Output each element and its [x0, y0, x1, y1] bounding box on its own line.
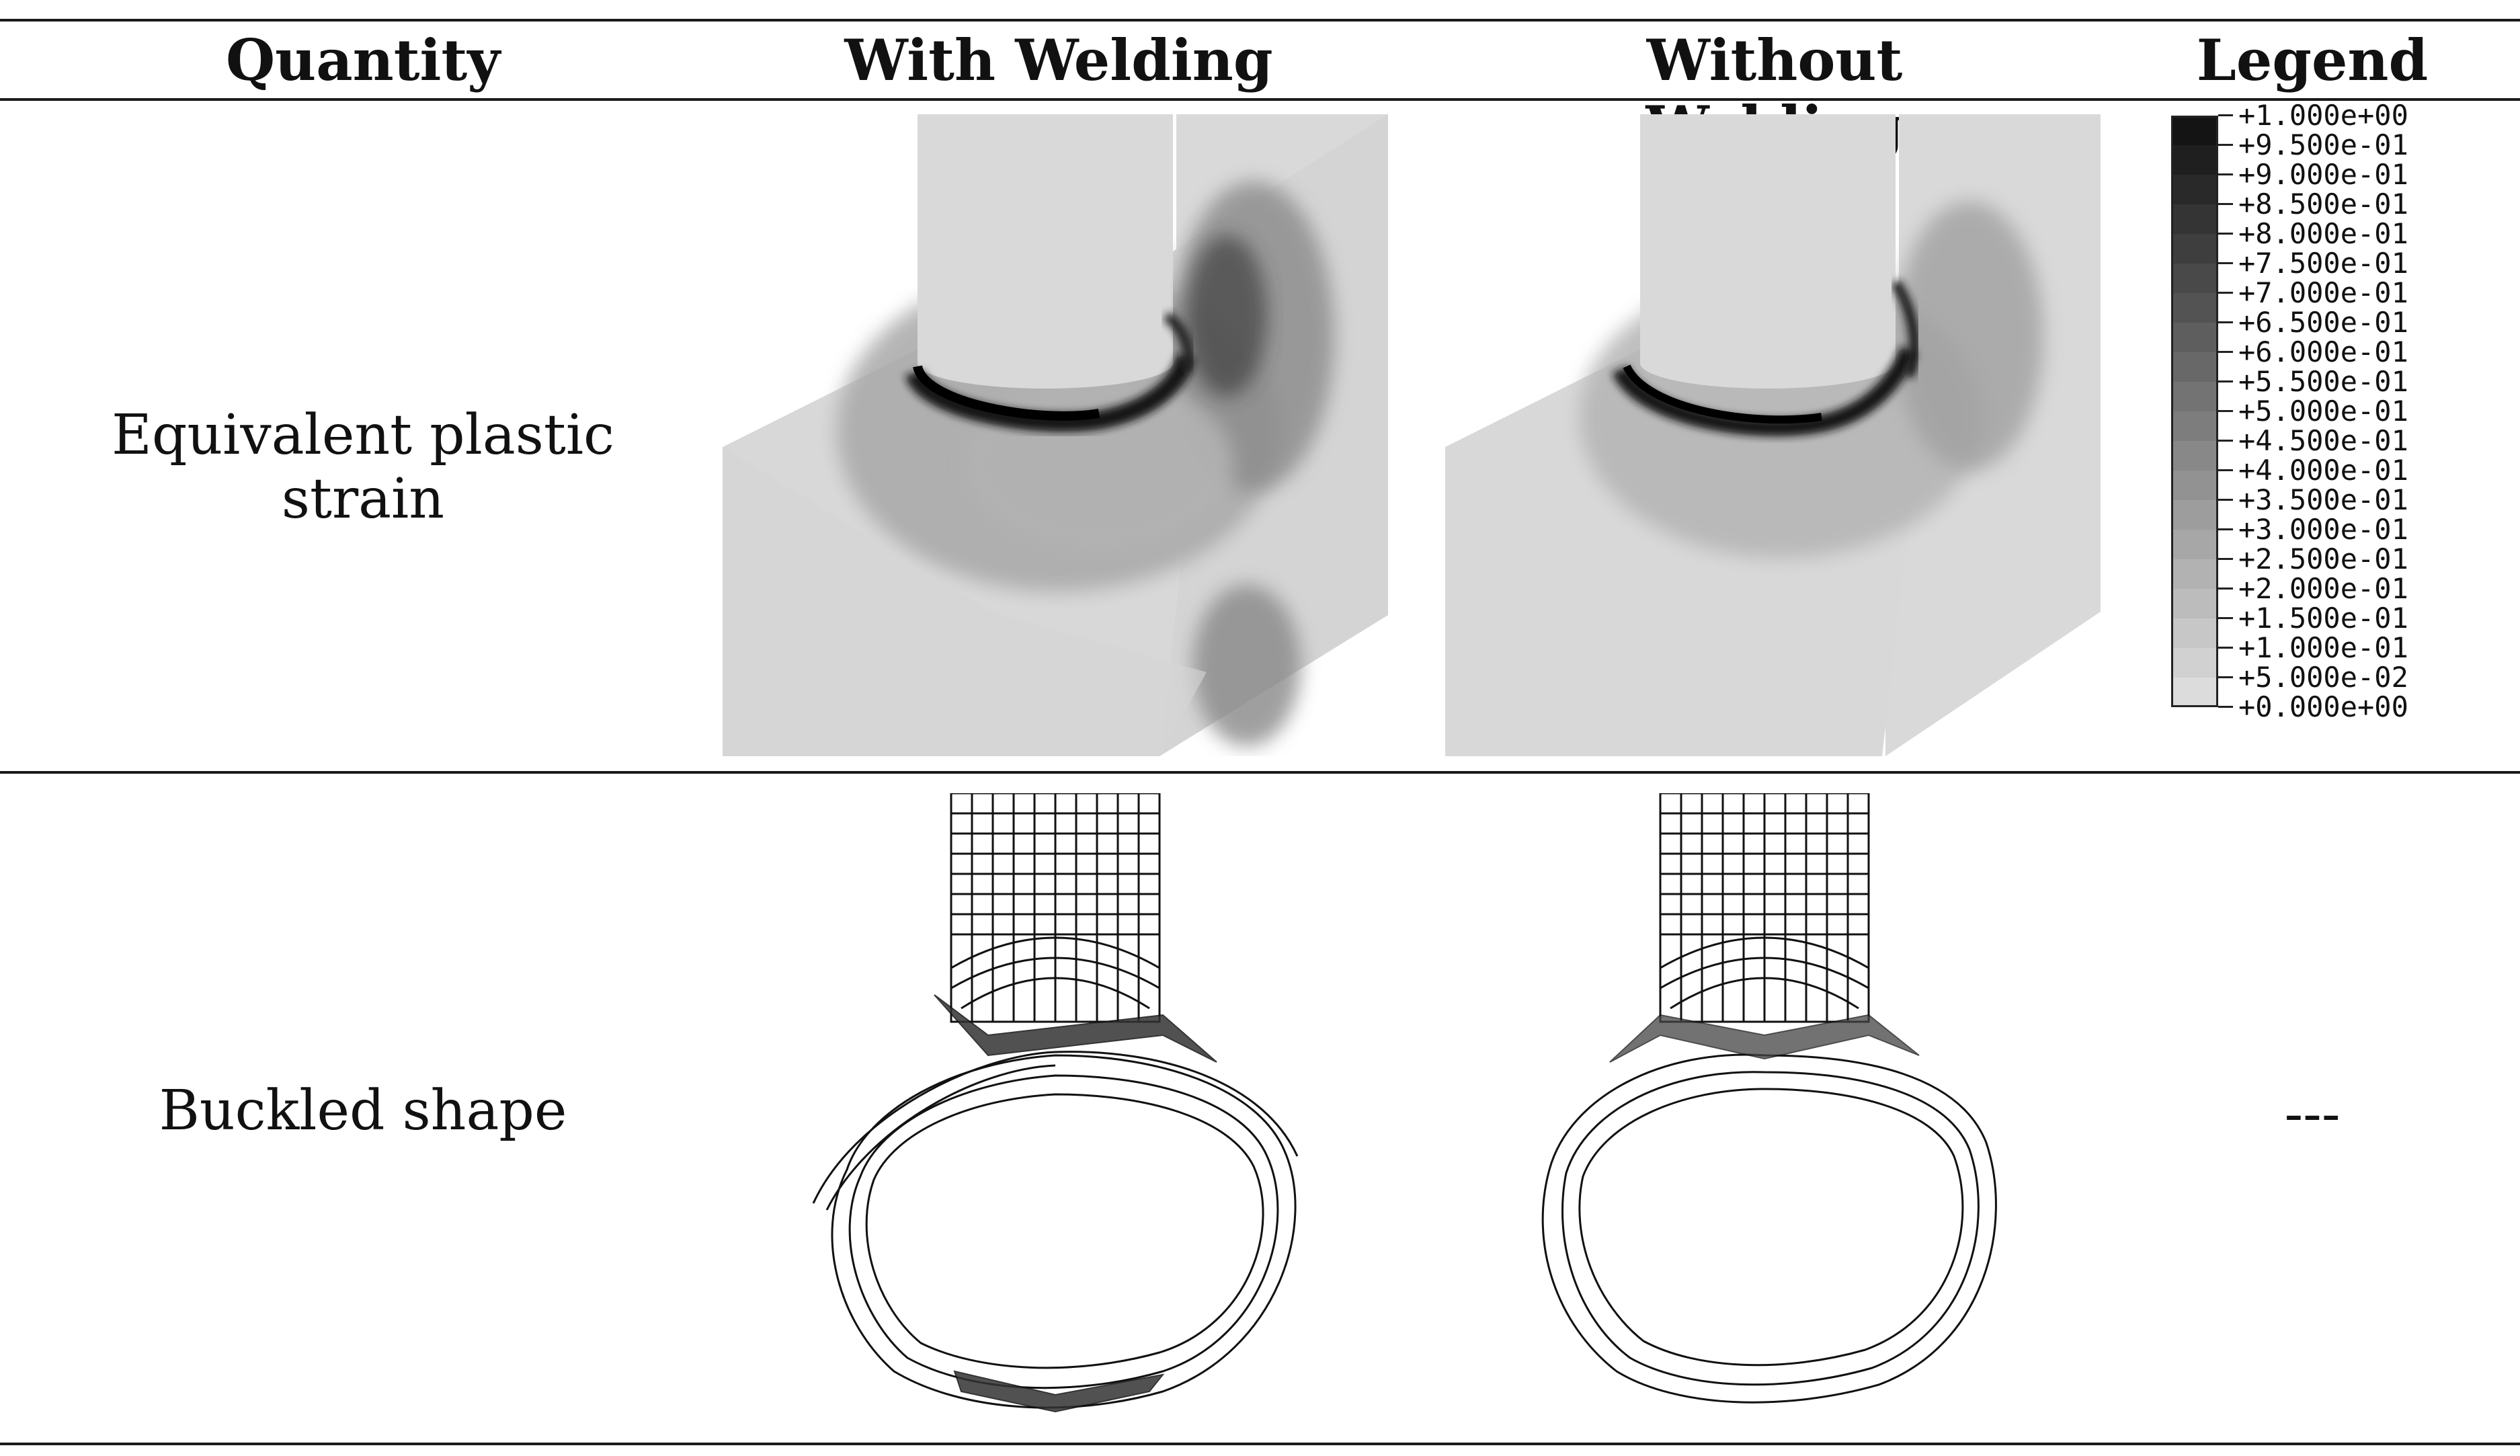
legend-tick: [2218, 173, 2233, 175]
legend-tick: [2218, 203, 2233, 205]
legend-tick: [2218, 647, 2233, 649]
legend-tick: [2218, 114, 2233, 116]
buckled-shape-without-welding: [1541, 793, 1997, 1404]
legend-tick: [2218, 469, 2233, 471]
legend-swatch: [2171, 411, 2218, 441]
legend-swatch: [2171, 323, 2218, 352]
row-label-plastic-strain: Equivalent plastic strain: [112, 403, 614, 531]
row-divider-rule: [0, 771, 2520, 774]
legend-label: +1.500e-01: [2238, 602, 2408, 635]
legend-swatch: [2171, 648, 2218, 678]
legend-swatch: [2171, 618, 2218, 648]
header-bottom-rule: [0, 98, 2520, 101]
legend-label: +9.000e-01: [2238, 158, 2408, 191]
legend-label: +2.500e-01: [2238, 542, 2408, 575]
legend-swatch: [2171, 175, 2218, 204]
legend-placeholder: ---: [2284, 1082, 2341, 1146]
legend-swatch: [2171, 204, 2218, 234]
legend-label: +5.000e-01: [2238, 395, 2408, 428]
legend-swatch: [2171, 441, 2218, 471]
legend-label: +2.000e-01: [2238, 572, 2408, 605]
legend-tick: [2218, 233, 2233, 235]
legend-tick: [2218, 410, 2233, 412]
legend-label: +6.000e-01: [2238, 335, 2408, 368]
legend-label: +7.500e-01: [2238, 247, 2408, 280]
legend-swatch: [2171, 589, 2218, 618]
legend-label: +8.500e-01: [2238, 188, 2408, 220]
legend-tick: [2218, 351, 2233, 353]
legend-label: +3.500e-01: [2238, 483, 2408, 516]
legend-swatch: [2171, 678, 2218, 707]
legend-label: +7.000e-01: [2238, 276, 2408, 309]
legend-label: +8.000e-01: [2238, 217, 2408, 250]
legend-tick: [2218, 528, 2233, 530]
legend-swatch: [2171, 116, 2218, 145]
header-quantity: Quantity: [225, 27, 501, 93]
legend-swatch: [2171, 471, 2218, 500]
legend-tick: [2218, 440, 2233, 442]
legend-label: +0.000e+00: [2238, 690, 2408, 723]
legend-swatch: [2171, 264, 2218, 293]
legend-label: +6.500e-01: [2238, 306, 2408, 339]
legend-label: +4.500e-01: [2238, 424, 2408, 457]
table-bottom-rule: [0, 1443, 2520, 1445]
legend-tick: [2218, 262, 2233, 264]
legend-label: +3.000e-01: [2238, 513, 2408, 546]
buckled-shape-with-welding: [812, 793, 1299, 1413]
legend-label: +4.000e-01: [2238, 454, 2408, 487]
legend-swatch: [2171, 530, 2218, 559]
legend-tick: [2218, 676, 2233, 678]
header-with-welding: With Welding: [844, 27, 1273, 93]
legend-label: +5.000e-02: [2238, 661, 2408, 694]
legend-swatch: [2171, 234, 2218, 264]
legend-tick: [2218, 321, 2233, 323]
legend-label: +1.000e-01: [2238, 631, 2408, 664]
legend-swatch: [2171, 145, 2218, 175]
legend-swatch: [2171, 352, 2218, 382]
row-label-buckled-shape: Buckled shape: [159, 1079, 567, 1143]
legend-tick: [2218, 144, 2233, 146]
legend-tick: [2218, 588, 2233, 590]
legend-swatch: [2171, 500, 2218, 530]
legend-tick: [2218, 380, 2233, 382]
legend-tick: [2218, 617, 2233, 619]
contour-plot-without-welding: [1445, 114, 2101, 756]
legend-tick: [2218, 499, 2233, 501]
legend-label: +1.000e+00: [2238, 99, 2408, 132]
header-legend: Legend: [2196, 27, 2429, 93]
legend-label: +5.500e-01: [2238, 365, 2408, 398]
legend-tick: [2218, 706, 2233, 708]
legend-tick: [2218, 558, 2233, 560]
table-top-rule: [0, 19, 2520, 22]
legend-swatch: [2171, 382, 2218, 411]
contour-plot-with-welding: [723, 114, 1388, 756]
legend-tick: [2218, 292, 2233, 294]
legend-label: +9.500e-01: [2238, 128, 2408, 161]
legend-swatch: [2171, 559, 2218, 589]
legend-swatch: [2171, 293, 2218, 323]
